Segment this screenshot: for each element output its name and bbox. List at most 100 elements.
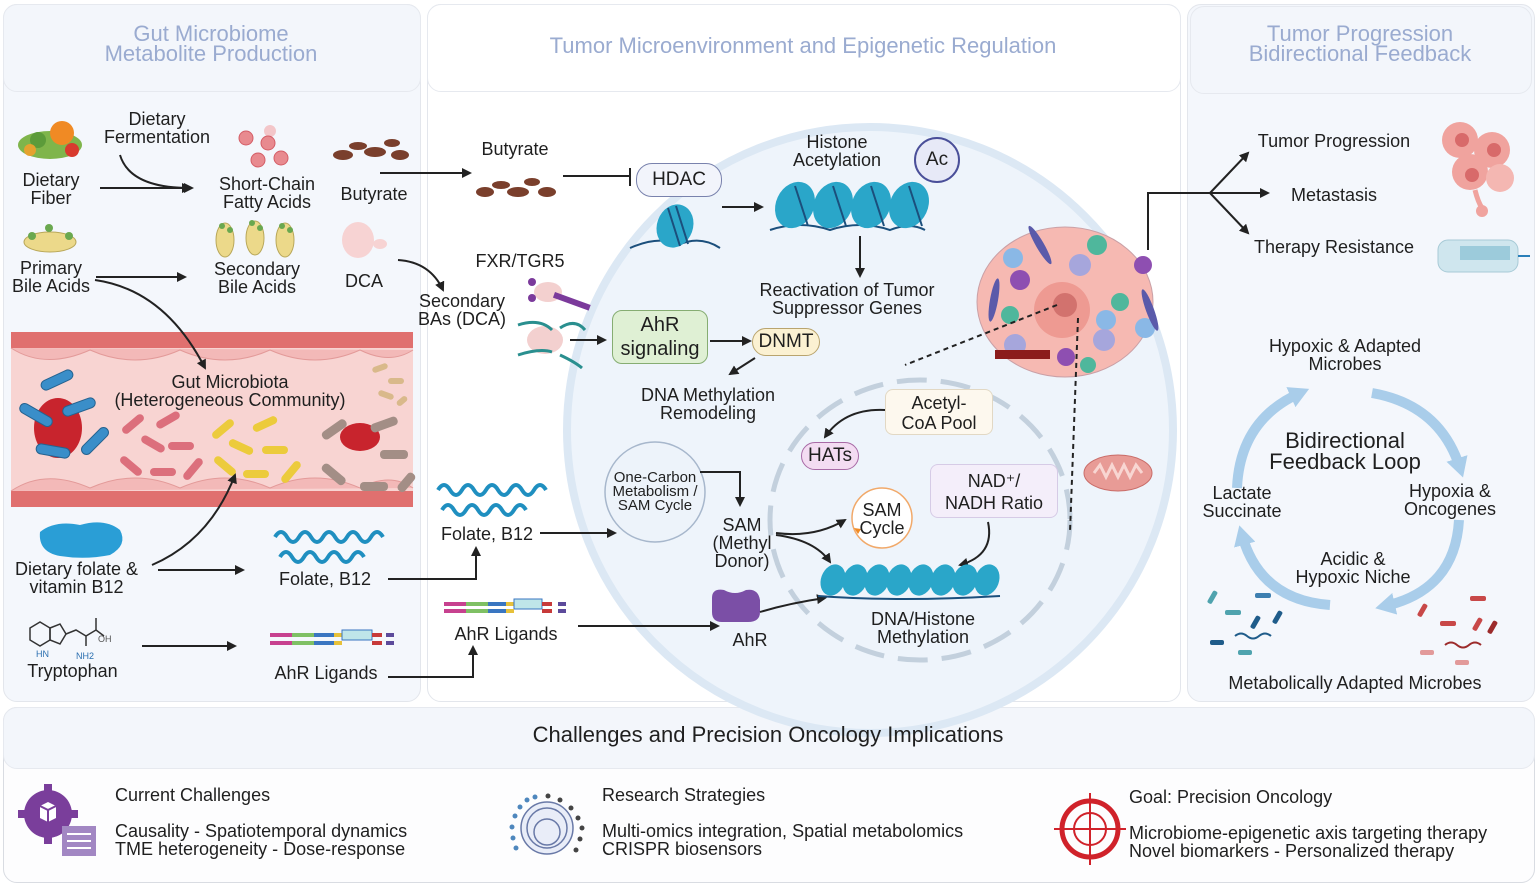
label-dna-methylation-remodeling: DNA Methylation Remodeling xyxy=(628,386,788,422)
text: Methylation xyxy=(876,627,970,647)
text: vitamin B12 xyxy=(29,577,124,597)
text: Reactivation of Tumor xyxy=(759,280,935,300)
hats-pill: HATs xyxy=(801,442,859,470)
section-line: CRISPR biosensors xyxy=(602,839,763,859)
text: Hypoxic Niche xyxy=(1295,567,1411,587)
acetyl-coa-pool-box: Acetyl- CoA Pool xyxy=(885,389,993,435)
text: SAM Cycle xyxy=(617,497,693,514)
text: Dietary xyxy=(128,109,186,129)
label-fxr-tgr5: FXR/TGR5 xyxy=(475,251,565,271)
hdac-pill: HDAC xyxy=(636,163,722,197)
label-dca: DCA xyxy=(344,271,383,291)
section-line: Multi-omics integration, Spatial metabol… xyxy=(602,821,964,841)
text: One-Carbon xyxy=(613,469,697,486)
text: AhR xyxy=(640,314,680,336)
label-hypoxic-adapted-microbes: Hypoxic & Adapted Microbes xyxy=(1250,337,1440,373)
label-butyrate-left: Butyrate xyxy=(340,184,408,204)
label-secondary-bas: Secondary BAs (DCA) xyxy=(410,292,514,328)
right-title-line1: Tumor Progression xyxy=(1266,21,1454,46)
section-line: Microbiome-epigenetic axis targeting the… xyxy=(1129,823,1488,843)
label-folate-b12-left: Folate, B12 xyxy=(278,569,372,589)
text: Histone xyxy=(806,132,868,152)
label-sam-cycle: SAM Cycle xyxy=(852,501,912,537)
label-ahr-ligands-left: AhR Ligands xyxy=(274,663,378,683)
label-reactivation: Reactivation of Tumor Suppressor Genes xyxy=(740,281,954,317)
text: Oncogenes xyxy=(1403,499,1497,519)
nad-ratio-box: NAD⁺/ NADH Ratio xyxy=(930,464,1058,518)
section-heading: Goal: Precision Oncology xyxy=(1129,787,1333,807)
right-panel-title: Tumor Progression Bidirectional Feedback xyxy=(1190,21,1530,66)
text: NADH Ratio xyxy=(944,493,1044,513)
text: BAs (DCA) xyxy=(417,309,506,329)
ahr-signaling-box: AhR signaling xyxy=(612,310,708,364)
section-heading: Current Challenges xyxy=(115,785,271,805)
text: Hypoxia & xyxy=(1408,481,1492,501)
trp-hn-label: HN xyxy=(36,649,49,659)
trp-oh-label: OH xyxy=(98,634,112,644)
label-bidirectional-feedback-loop: Bidirectional Feedback Loop xyxy=(1255,430,1435,474)
text: (Methyl xyxy=(712,533,772,553)
label-dietary-fiber: Dietary Fiber xyxy=(10,171,92,207)
label-lactate-succinate: Lactate Succinate xyxy=(1196,484,1288,520)
label-folate-b12-mid: Folate, B12 xyxy=(440,524,534,544)
bottom-panel-title: Challenges and Precision Oncology Implic… xyxy=(532,722,1004,747)
label-histone-acetylation: Histone Acetylation xyxy=(782,133,892,169)
right-panel-header xyxy=(1190,6,1532,94)
label-one-carbon: One-Carbon Metabolism / SAM Cycle xyxy=(605,469,705,514)
text: Bile Acids xyxy=(11,276,91,296)
text: Primary xyxy=(20,258,82,278)
label-therapy-resistance: Therapy Resistance xyxy=(1253,237,1415,257)
text: Acetyl- xyxy=(911,393,967,413)
section-line: Novel biomarkers - Personalized therapy xyxy=(1129,841,1455,861)
text: Bile Acids xyxy=(217,277,297,297)
label-acidic-hypoxic-niche: Acidic & Hypoxic Niche xyxy=(1285,550,1421,586)
left-title-line1: Gut Microbiome xyxy=(133,21,289,46)
label-tumor-progression: Tumor Progression xyxy=(1257,131,1411,151)
right-title-line2: Bidirectional Feedback xyxy=(1248,41,1472,66)
label-metabolically-adapted-microbes: Metabolically Adapted Microbes xyxy=(1228,673,1482,693)
label-gut-microbiota: Gut Microbiota (Heterogeneous Community) xyxy=(95,373,365,409)
text: Short-Chain xyxy=(218,174,316,194)
left-panel-header xyxy=(3,4,421,92)
text: DNA/Histone xyxy=(870,609,976,629)
text: Dietary folate & xyxy=(14,559,139,579)
left-panel-title: Gut Microbiome Metabolite Production xyxy=(3,21,419,66)
text: Secondary xyxy=(418,291,506,311)
label-dietary-fermentation: Dietary Fermentation xyxy=(95,110,219,146)
middle-panel-title: Tumor Microenvironment and Epigenetic Re… xyxy=(549,33,1057,58)
text: Hypoxic & Adapted xyxy=(1268,336,1422,356)
dnmt-pill: DNMT xyxy=(752,328,820,356)
left-title-line2: Metabolite Production xyxy=(104,41,318,66)
label-hypoxia-oncogenes: Hypoxia & Oncogenes xyxy=(1396,482,1504,518)
text: Dietary xyxy=(22,170,80,190)
text: Microbes xyxy=(1308,354,1382,374)
text: NAD⁺/ xyxy=(967,471,1021,491)
label-ahr-ligands-mid: AhR Ligands xyxy=(454,624,558,644)
text: Gut Microbiota xyxy=(171,372,289,392)
label-dna-histone-methylation: DNA/Histone Methylation xyxy=(858,610,988,646)
text: signaling xyxy=(620,338,700,360)
section-heading: Research Strategies xyxy=(602,785,766,805)
text: Donor) xyxy=(714,551,770,571)
middle-panel-header xyxy=(427,4,1181,92)
left-panel xyxy=(3,4,421,702)
text: Suppressor Genes xyxy=(771,298,923,318)
text: Lactate xyxy=(1212,483,1272,503)
label-short-chain-fatty-acids: Short-Chain Fatty Acids xyxy=(205,175,329,211)
label-metastasis: Metastasis xyxy=(1290,185,1378,205)
text: Acetylation xyxy=(792,150,882,170)
text: Metabolism / xyxy=(612,483,698,500)
acetyl-label: Ac xyxy=(925,149,949,170)
trp-nh2-label: NH2 xyxy=(76,651,95,661)
text: Secondary xyxy=(213,259,301,279)
text: SAM xyxy=(862,500,902,520)
text: (Heterogeneous Community) xyxy=(114,390,346,410)
text: Feedback Loop xyxy=(1269,449,1421,474)
label-sam-methyl-donor: SAM (Methyl Donor) xyxy=(705,516,779,570)
text: SAM xyxy=(722,515,762,535)
label-tryptophan: Tryptophan xyxy=(27,661,118,681)
label-dietary-folate: Dietary folate & vitamin B12 xyxy=(4,560,149,596)
text: Remodeling xyxy=(659,403,757,423)
text: Fiber xyxy=(30,188,72,208)
text: Succinate xyxy=(1202,501,1282,521)
